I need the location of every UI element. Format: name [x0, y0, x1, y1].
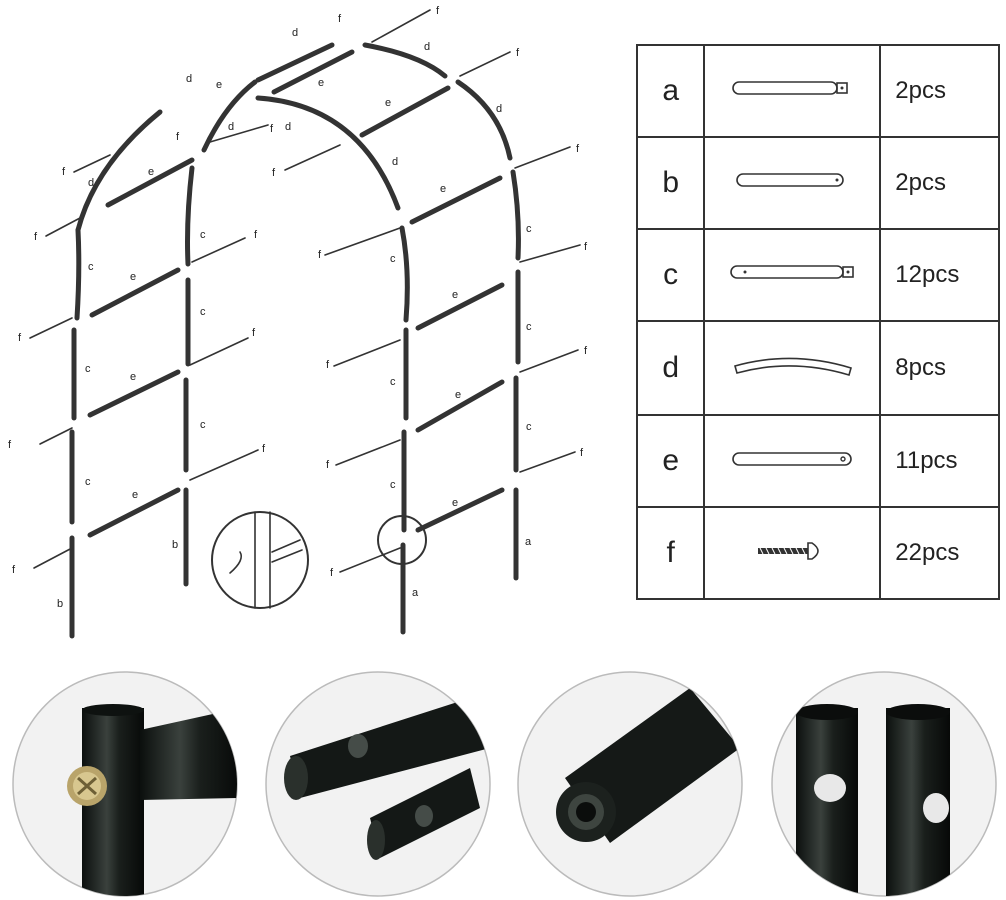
part-letter: f [635, 506, 706, 600]
crossbar-tube-icon [703, 414, 882, 509]
label-d-4: d [424, 41, 430, 53]
label-f-6: f [176, 131, 180, 143]
part-letter: b [635, 135, 706, 230]
screw-icon [703, 506, 882, 600]
label-f-5: f [62, 166, 66, 178]
label-f-15: f [576, 143, 580, 155]
label-c-3: c [88, 261, 94, 273]
tube-with-square-end-icon [703, 44, 882, 138]
label-e-4: e [148, 166, 154, 178]
label-a-right: a [525, 536, 532, 548]
parts-row-f: f 22pcs [635, 506, 1000, 600]
label-f-7: f [262, 443, 266, 455]
tube-side-holes-photo [771, 671, 997, 897]
label-d-1: d [88, 177, 94, 189]
label-b-right: b [172, 539, 178, 551]
label-c-6: c [200, 229, 206, 241]
label-f-2: f [8, 439, 12, 451]
detail-photos-row [12, 671, 997, 897]
label-d-5: d [496, 103, 502, 115]
label-e-6: e [318, 77, 324, 89]
label-e-3: e [130, 271, 136, 283]
parts-row-d: d 8pcs [635, 319, 1000, 417]
label-f-22: f [330, 567, 334, 579]
label-d-3: d [292, 27, 298, 39]
label-f-8: f [252, 327, 256, 339]
part-letter: a [635, 44, 706, 138]
label-a-left: a [412, 587, 419, 599]
label-e-1: e [132, 489, 138, 501]
label-f-19: f [318, 249, 322, 261]
label-c-7: c [390, 479, 396, 491]
part-quantity: 12pcs [879, 227, 1000, 322]
label-f-13: f [436, 5, 440, 17]
parts-row-c: c 12pcs [635, 227, 1000, 322]
label-f-10: f [270, 123, 274, 135]
label-f-21: f [326, 459, 330, 471]
part-quantity: 2pcs [879, 135, 1000, 230]
label-f-17: f [584, 345, 588, 357]
threaded-end-photo [517, 671, 743, 897]
label-f-9: f [254, 229, 258, 241]
label-d-2: d [186, 73, 192, 85]
label-c-9: c [390, 253, 396, 265]
label-f-4: f [34, 231, 38, 243]
label-c-2: c [85, 363, 91, 375]
label-d-6: d [228, 121, 234, 133]
label-f-16: f [584, 241, 588, 253]
label-e-9: e [452, 289, 458, 301]
label-e-2: e [130, 371, 136, 383]
label-c-8: c [390, 376, 396, 388]
parts-row-e: e 11pcs [635, 414, 1000, 509]
label-b-left: b [57, 598, 63, 610]
part-quantity: 22pcs [879, 506, 1000, 600]
label-f-12: f [338, 13, 342, 25]
arch-assembly-diagram: b b a a c c c c c c c c c c c c d d d d … [8, 5, 588, 639]
label-d-7: d [285, 121, 291, 133]
parts-row-a: a 2pcs [635, 44, 1000, 138]
screw-joint-photo [12, 671, 238, 897]
label-f-14: f [516, 47, 520, 59]
part-letter: d [635, 319, 706, 417]
label-c-4: c [200, 419, 206, 431]
label-c-10: c [526, 421, 532, 433]
tube-with-hole-and-square-end-icon [703, 227, 882, 322]
label-e-11: e [452, 497, 458, 509]
parts-row-b: b 2pcs [635, 135, 1000, 230]
label-f-3: f [18, 332, 22, 344]
part-quantity: 11pcs [879, 414, 1000, 509]
label-f-20: f [326, 359, 330, 371]
part-letter: c [635, 227, 706, 322]
curved-tube-icon [703, 319, 882, 417]
parts-list-table: a 2pcs b 2pcs c 12pcs d 8pcs e 11pcs f [635, 44, 1000, 600]
label-c-11: c [526, 321, 532, 333]
label-f-11: f [272, 167, 276, 179]
label-f-18: f [580, 447, 584, 459]
part-quantity: 8pcs [879, 319, 1000, 417]
label-c-5: c [200, 306, 206, 318]
part-quantity: 2pcs [879, 44, 1000, 138]
label-d-8: d [392, 156, 398, 168]
part-letter: e [635, 414, 706, 509]
label-e-5: e [216, 79, 222, 91]
label-f-1: f [12, 564, 16, 576]
label-c-1: c [85, 476, 91, 488]
label-c-12: c [526, 223, 532, 235]
label-e-10: e [455, 389, 461, 401]
label-e-8: e [440, 183, 446, 195]
tube-with-hole-icon [703, 135, 882, 230]
label-e-7: e [385, 97, 391, 109]
tube-holes-photo [265, 671, 491, 897]
